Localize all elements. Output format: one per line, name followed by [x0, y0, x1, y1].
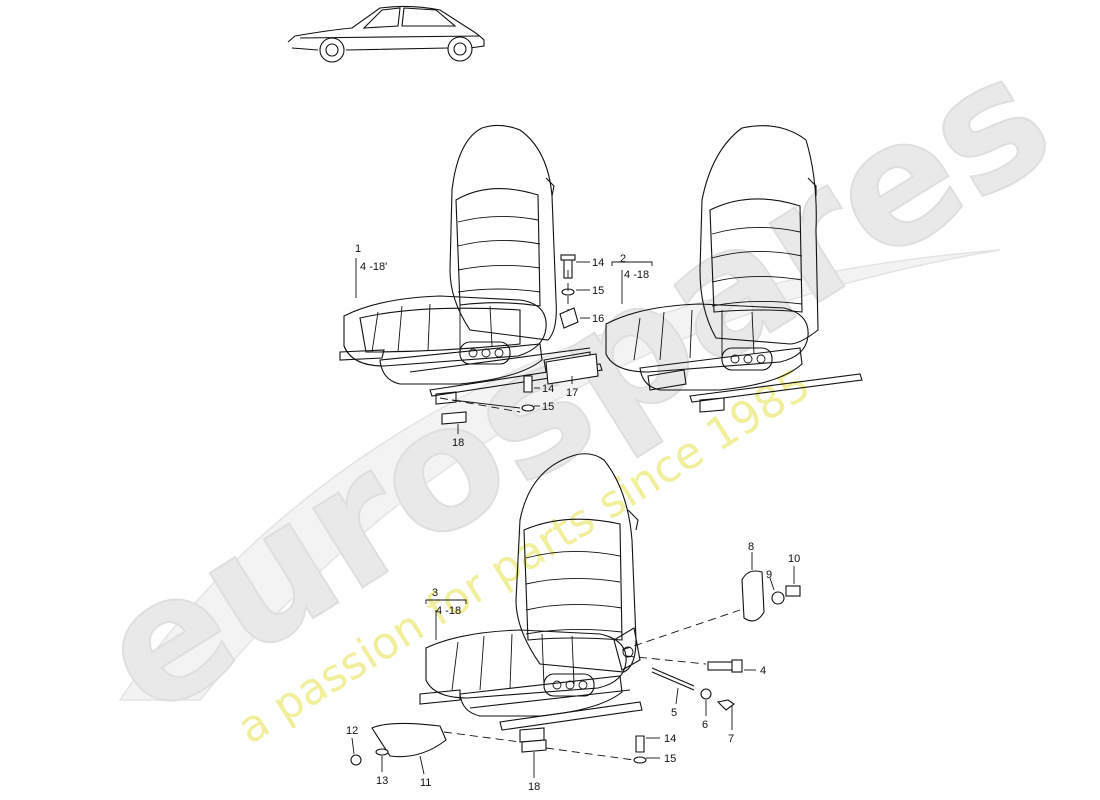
- callout-11: 11: [420, 777, 431, 789]
- callout-18-bottom: 18: [528, 781, 540, 793]
- callout-16: 16: [592, 313, 604, 325]
- seat-1: [339, 124, 603, 409]
- callout-8: 8: [748, 541, 754, 553]
- hardware-seat-1: [441, 254, 599, 425]
- callout-1: 1: [355, 243, 361, 255]
- callout-1-range: 4 -18': [360, 261, 387, 273]
- callout-6: 6: [702, 719, 708, 731]
- watermark-swoosh: [118, 249, 1001, 701]
- callout-14-mid: 14: [542, 383, 554, 395]
- seat-2: [605, 125, 863, 413]
- callout-15-mid: 15: [542, 401, 554, 413]
- callout-3: 3: [432, 587, 438, 599]
- assembly-lines: [439, 270, 741, 761]
- callout-15-top: 15: [592, 285, 604, 297]
- callout-18-top: 18: [452, 437, 464, 449]
- callout-5: 5: [671, 707, 677, 719]
- watermark-brand: eurospares: [67, 17, 1083, 755]
- callout-14-bottom: 14: [664, 733, 676, 745]
- callout-14-top: 14: [592, 257, 604, 269]
- callout-13: 13: [376, 775, 388, 787]
- seat-3: [419, 453, 643, 743]
- callout-3-range: 4 -18: [436, 605, 461, 617]
- callout-12: 12: [346, 725, 358, 737]
- car-thumbnail: [287, 5, 485, 63]
- callout-9: 9: [766, 569, 772, 581]
- callout-15-bottom: 15: [664, 753, 676, 765]
- watermark: eurospares a passion for parts since 198…: [66, 16, 1084, 756]
- leader-lines: [351, 258, 795, 778]
- callout-10: 10: [788, 553, 800, 565]
- callout-2-range: 4 -18: [624, 269, 649, 281]
- callout-4: 4: [760, 665, 766, 677]
- callout-2: 2: [620, 253, 626, 265]
- callout-7: 7: [728, 733, 734, 745]
- callout-17: 17: [566, 387, 578, 399]
- hardware-seat-3: [350, 570, 801, 766]
- callouts: 1 4 -18' 2 4 -18 3 4 -18 14 15 16 17 14 …: [346, 243, 800, 793]
